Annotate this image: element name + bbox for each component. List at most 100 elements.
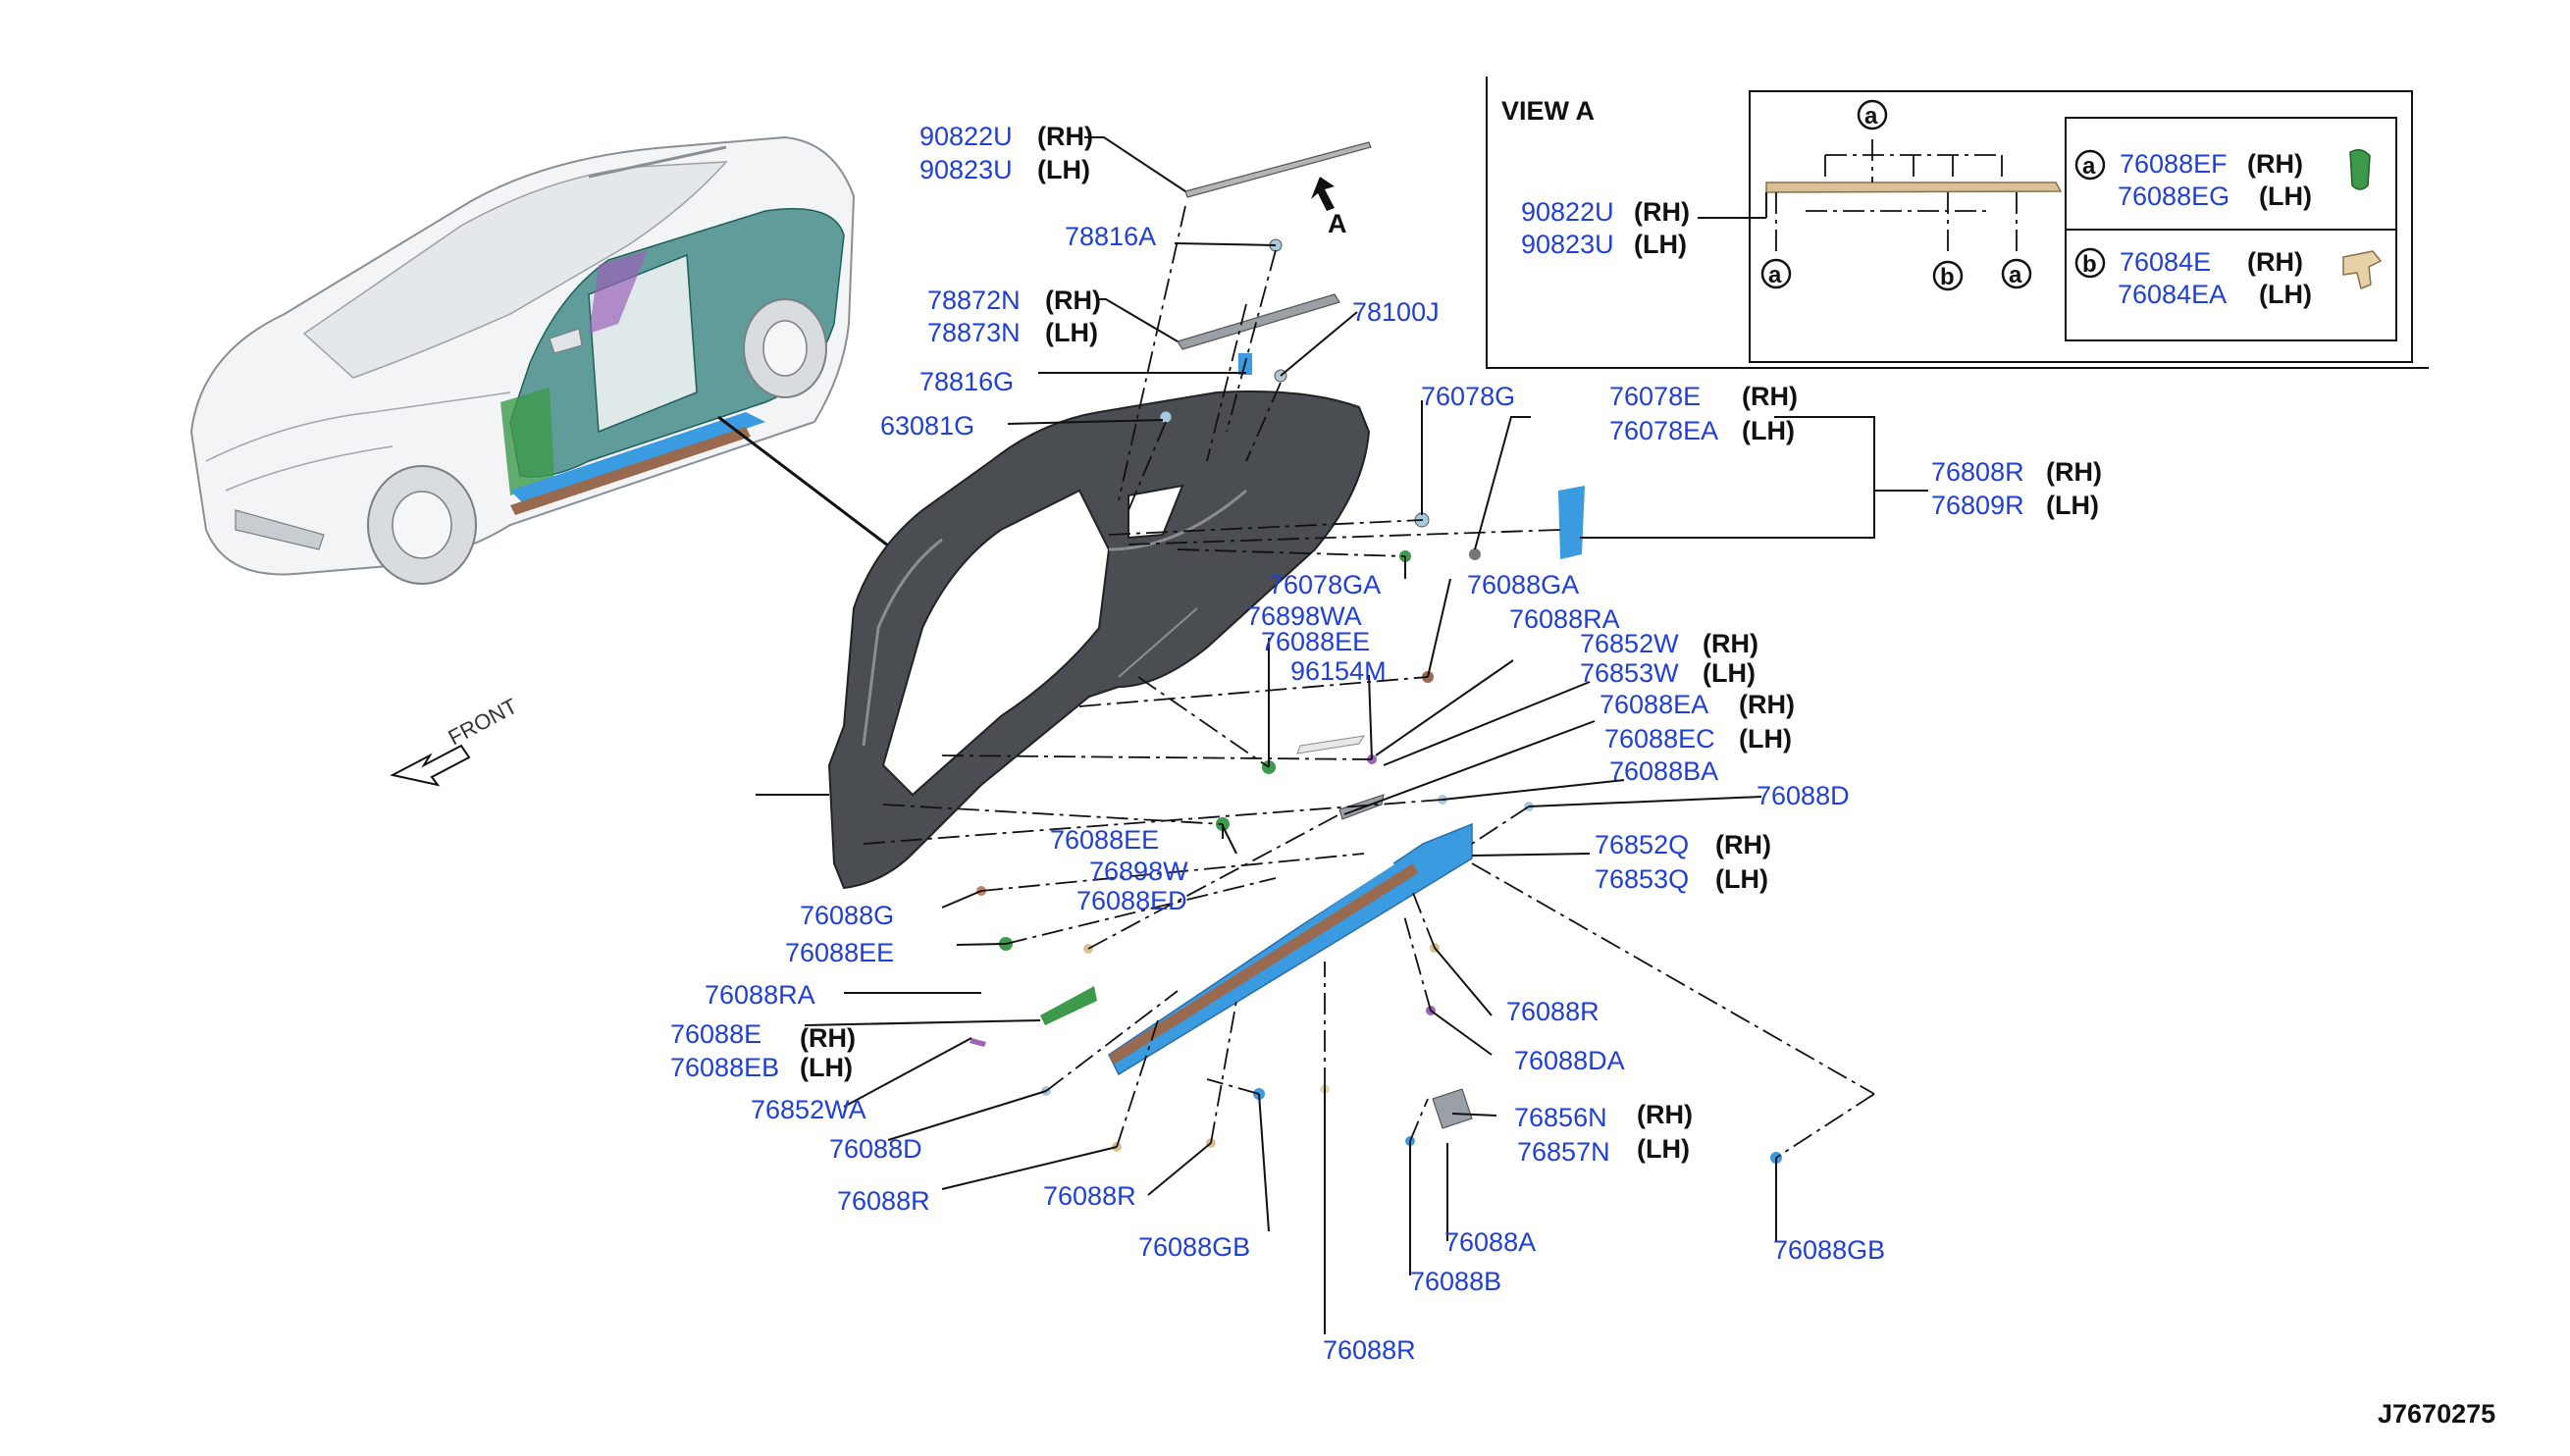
label-76852W: 76852W	[1580, 629, 1679, 658]
svg-text:b: b	[2082, 251, 2097, 278]
label-76088ED: 76088ED	[1076, 886, 1187, 915]
label-76088GB-b: 76088GB	[1773, 1235, 1885, 1265]
label-76857N: 76857N	[1517, 1137, 1610, 1167]
svg-text:(LH): (LH)	[1037, 155, 1090, 184]
sill-assembly	[970, 671, 1782, 1164]
label-76808R: 76808R	[1931, 457, 2024, 487]
callout-a-top	[1857, 99, 1888, 130]
tan-clip-icon	[2342, 250, 2383, 290]
front-direction-indicator: FRONT	[390, 694, 522, 787]
front-label: FRONT	[445, 694, 522, 751]
label-76088E: 76088E	[670, 1019, 761, 1049]
svg-text:a: a	[1768, 262, 1782, 288]
car-illustration	[189, 135, 856, 585]
svg-text:(LH): (LH)	[1703, 658, 1756, 688]
label-76088DA: 76088DA	[1514, 1046, 1625, 1075]
label-78873N: 78873N	[927, 318, 1021, 347]
legend-b-lh: 76084EA	[2118, 280, 2227, 309]
svg-text:(RH): (RH)	[1634, 197, 1690, 227]
svg-text:(RH): (RH)	[2247, 247, 2303, 277]
label-76852WA: 76852WA	[751, 1095, 866, 1124]
diagram-id: J7670275	[2378, 1399, 2495, 1429]
svg-text:(LH): (LH)	[1715, 864, 1768, 894]
view-arrow-label: A	[1328, 209, 1347, 238]
svg-text:(RH): (RH)	[1715, 830, 1771, 859]
view-a-box: VIEW A a a b a 90822U (RH) 90823U (LH)	[1486, 77, 2429, 369]
label-76088RA-left: 76088RA	[705, 980, 815, 1010]
label-76078G: 76078G	[1421, 382, 1515, 411]
svg-text:(LH): (LH)	[1739, 724, 1792, 754]
label-76809R: 76809R	[1931, 491, 2024, 520]
label-90823U: 90823U	[919, 155, 1013, 184]
leader-lines	[756, 136, 1928, 1334]
label-76088B: 76088B	[1410, 1267, 1501, 1296]
svg-text:(LH): (LH)	[1637, 1134, 1690, 1164]
label-76088EB: 76088EB	[670, 1053, 779, 1082]
svg-text:(RH): (RH)	[1703, 629, 1758, 658]
label-76088EE-top: 76088EE	[1261, 627, 1370, 656]
label-76088D-right: 76088D	[1757, 781, 1850, 810]
svg-text:(RH): (RH)	[800, 1023, 856, 1053]
callout-b	[1932, 260, 1964, 291]
label-76088A: 76088A	[1444, 1227, 1536, 1257]
svg-text:(LH): (LH)	[800, 1053, 853, 1082]
label-76088D-left: 76088D	[829, 1134, 922, 1164]
label-90822U: 90822U	[919, 122, 1013, 151]
label-76088G: 76088G	[800, 901, 894, 930]
label-76853W: 76853W	[1580, 658, 1679, 688]
callout-a-left	[1760, 258, 1792, 289]
svg-text:(RH): (RH)	[1739, 690, 1795, 719]
svg-text:(LH): (LH)	[2259, 280, 2312, 309]
label-76088BA: 76088BA	[1609, 756, 1718, 786]
label-76852Q: 76852Q	[1595, 830, 1689, 859]
legend-a-lh: 76088EG	[2118, 182, 2229, 211]
label-76853Q: 76853Q	[1595, 864, 1689, 894]
label-76088R-right: 76088R	[1506, 997, 1600, 1026]
label-76898WA: 76898WA	[1246, 601, 1362, 631]
label-76088R-bottom: 76088R	[1323, 1335, 1416, 1365]
label-78816A: 78816A	[1065, 222, 1156, 251]
svg-text:a: a	[2009, 262, 2022, 288]
svg-text:(RH): (RH)	[1742, 382, 1798, 411]
svg-text:(RH): (RH)	[1637, 1100, 1693, 1129]
svg-text:(LH): (LH)	[2259, 182, 2312, 211]
green-clip-icon	[2349, 149, 2371, 190]
svg-text:(LH): (LH)	[1634, 230, 1687, 259]
label-76088EA: 76088EA	[1600, 690, 1708, 719]
label-76088EE-mid: 76088EE	[1050, 825, 1159, 855]
label-78100J: 78100J	[1352, 297, 1440, 327]
label-76088EE-left: 76088EE	[785, 938, 894, 967]
label-76088GB-a: 76088GB	[1138, 1232, 1250, 1262]
legend-b-rh: 76084E	[2120, 247, 2211, 277]
label-96154M: 96154M	[1290, 656, 1387, 686]
assembly-lines	[863, 205, 1875, 1159]
label-63081G: 63081G	[880, 411, 974, 441]
svg-text:(LH): (LH)	[1742, 416, 1795, 445]
callout-a-right	[2001, 258, 2032, 289]
label-78816G: 78816G	[919, 367, 1014, 396]
label-76078EA: 76078EA	[1609, 416, 1718, 445]
svg-text:(LH): (LH)	[2046, 491, 2099, 520]
label-76088R-a: 76088R	[837, 1186, 930, 1216]
svg-text:(RH): (RH)	[1037, 122, 1093, 151]
view-a-part-lh: 90823U	[1521, 230, 1614, 259]
svg-text:a: a	[1864, 103, 1878, 130]
label-76078GA: 76078GA	[1269, 570, 1381, 599]
svg-text:(RH): (RH)	[2247, 149, 2303, 179]
upper-parts: A	[1159, 141, 1585, 562]
svg-text:(RH): (RH)	[1045, 286, 1101, 315]
label-76088GA: 76088GA	[1467, 570, 1579, 599]
label-76856N: 76856N	[1514, 1103, 1607, 1132]
label-78872N: 78872N	[927, 286, 1021, 315]
svg-text:a: a	[2082, 153, 2096, 180]
svg-text:(LH): (LH)	[1045, 318, 1098, 347]
label-76078E: 76078E	[1609, 382, 1701, 411]
part-labels: 90822U (RH) 90823U (LH) 78816A 78872N (R…	[670, 122, 2102, 1365]
body-side-panel	[827, 390, 1371, 890]
label-76898W: 76898W	[1089, 857, 1188, 886]
svg-text:b: b	[1940, 264, 1955, 290]
legend-a-rh: 76088EF	[2120, 149, 2228, 179]
label-76088EC: 76088EC	[1604, 724, 1715, 754]
svg-text:(RH): (RH)	[2046, 457, 2102, 487]
